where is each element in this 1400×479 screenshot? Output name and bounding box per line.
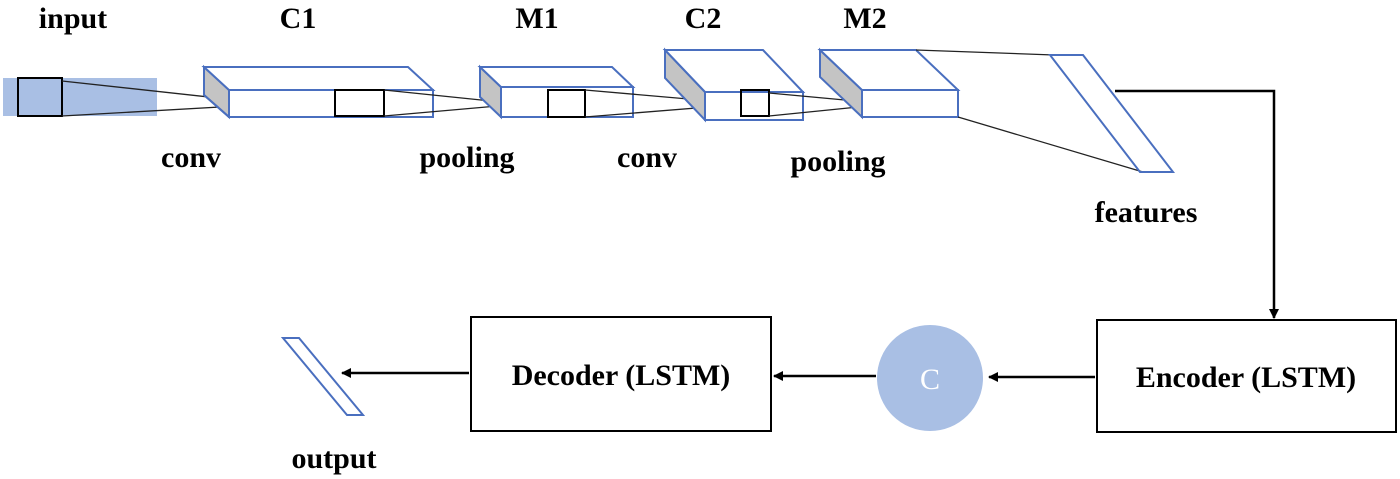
m1-block xyxy=(477,64,747,120)
output-vector xyxy=(280,337,366,416)
c1-kernel xyxy=(334,89,385,117)
features-label: features xyxy=(1095,196,1198,229)
conv-label-2: conv xyxy=(617,141,677,174)
pooling-label-1: pooling xyxy=(419,141,514,174)
decoder-box xyxy=(470,316,772,432)
c1-label: C1 xyxy=(280,2,317,35)
encoder-box xyxy=(1096,319,1397,433)
decoder-label: Decoder (LSTM) xyxy=(512,359,731,392)
m1-kernel xyxy=(547,89,586,118)
c1-block xyxy=(201,64,521,120)
input-strip xyxy=(3,78,157,116)
input-label: input xyxy=(39,2,107,35)
m2-block xyxy=(817,47,1144,173)
c2-block xyxy=(662,47,889,123)
m2-label: M2 xyxy=(843,2,886,35)
context-circle xyxy=(877,325,983,431)
context-label: C xyxy=(920,363,940,396)
c2-kernel xyxy=(740,89,770,117)
pooling-label-2: pooling xyxy=(790,145,885,178)
features-vector xyxy=(1047,54,1176,173)
encoder-label: Encoder (LSTM) xyxy=(1136,361,1356,394)
c2-label: C2 xyxy=(685,2,722,35)
input-kernel xyxy=(17,77,63,117)
conv-label-1: conv xyxy=(161,141,221,174)
m1-label: M1 xyxy=(515,2,558,35)
features-to-encoder-arrow xyxy=(1115,89,1279,319)
output-label: output xyxy=(291,442,376,475)
